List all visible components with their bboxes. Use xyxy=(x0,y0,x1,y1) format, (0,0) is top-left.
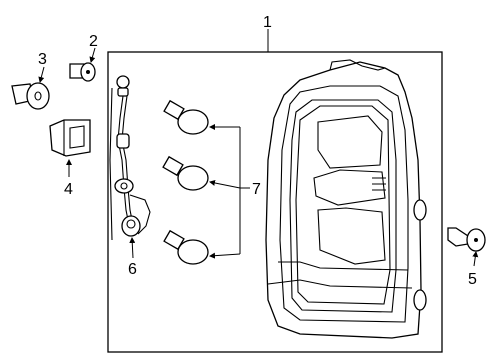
callout-3: 3 xyxy=(38,51,47,68)
leader-5 xyxy=(472,251,479,267)
bulb-middle xyxy=(162,155,209,191)
screw-part-3 xyxy=(11,82,50,110)
rivet-part-2 xyxy=(69,62,96,82)
socket-harness xyxy=(109,75,151,241)
callout-1: 1 xyxy=(263,14,272,31)
leader-3 xyxy=(38,66,45,83)
callout-4: 4 xyxy=(64,181,73,198)
callout-7: 7 xyxy=(252,181,261,198)
bulb-leader xyxy=(209,124,250,259)
bulb-bottom xyxy=(163,229,209,265)
bulb-top xyxy=(163,99,209,135)
clip-part-4 xyxy=(49,119,91,157)
leader-6 xyxy=(129,237,136,259)
callout-6: 6 xyxy=(128,261,137,278)
callout-5: 5 xyxy=(468,271,477,288)
tail-lamp-housing xyxy=(265,59,427,339)
leader-2 xyxy=(89,47,96,63)
bolt-part-5 xyxy=(447,227,486,252)
callout-2: 2 xyxy=(89,33,98,50)
assembly-box xyxy=(107,51,443,353)
